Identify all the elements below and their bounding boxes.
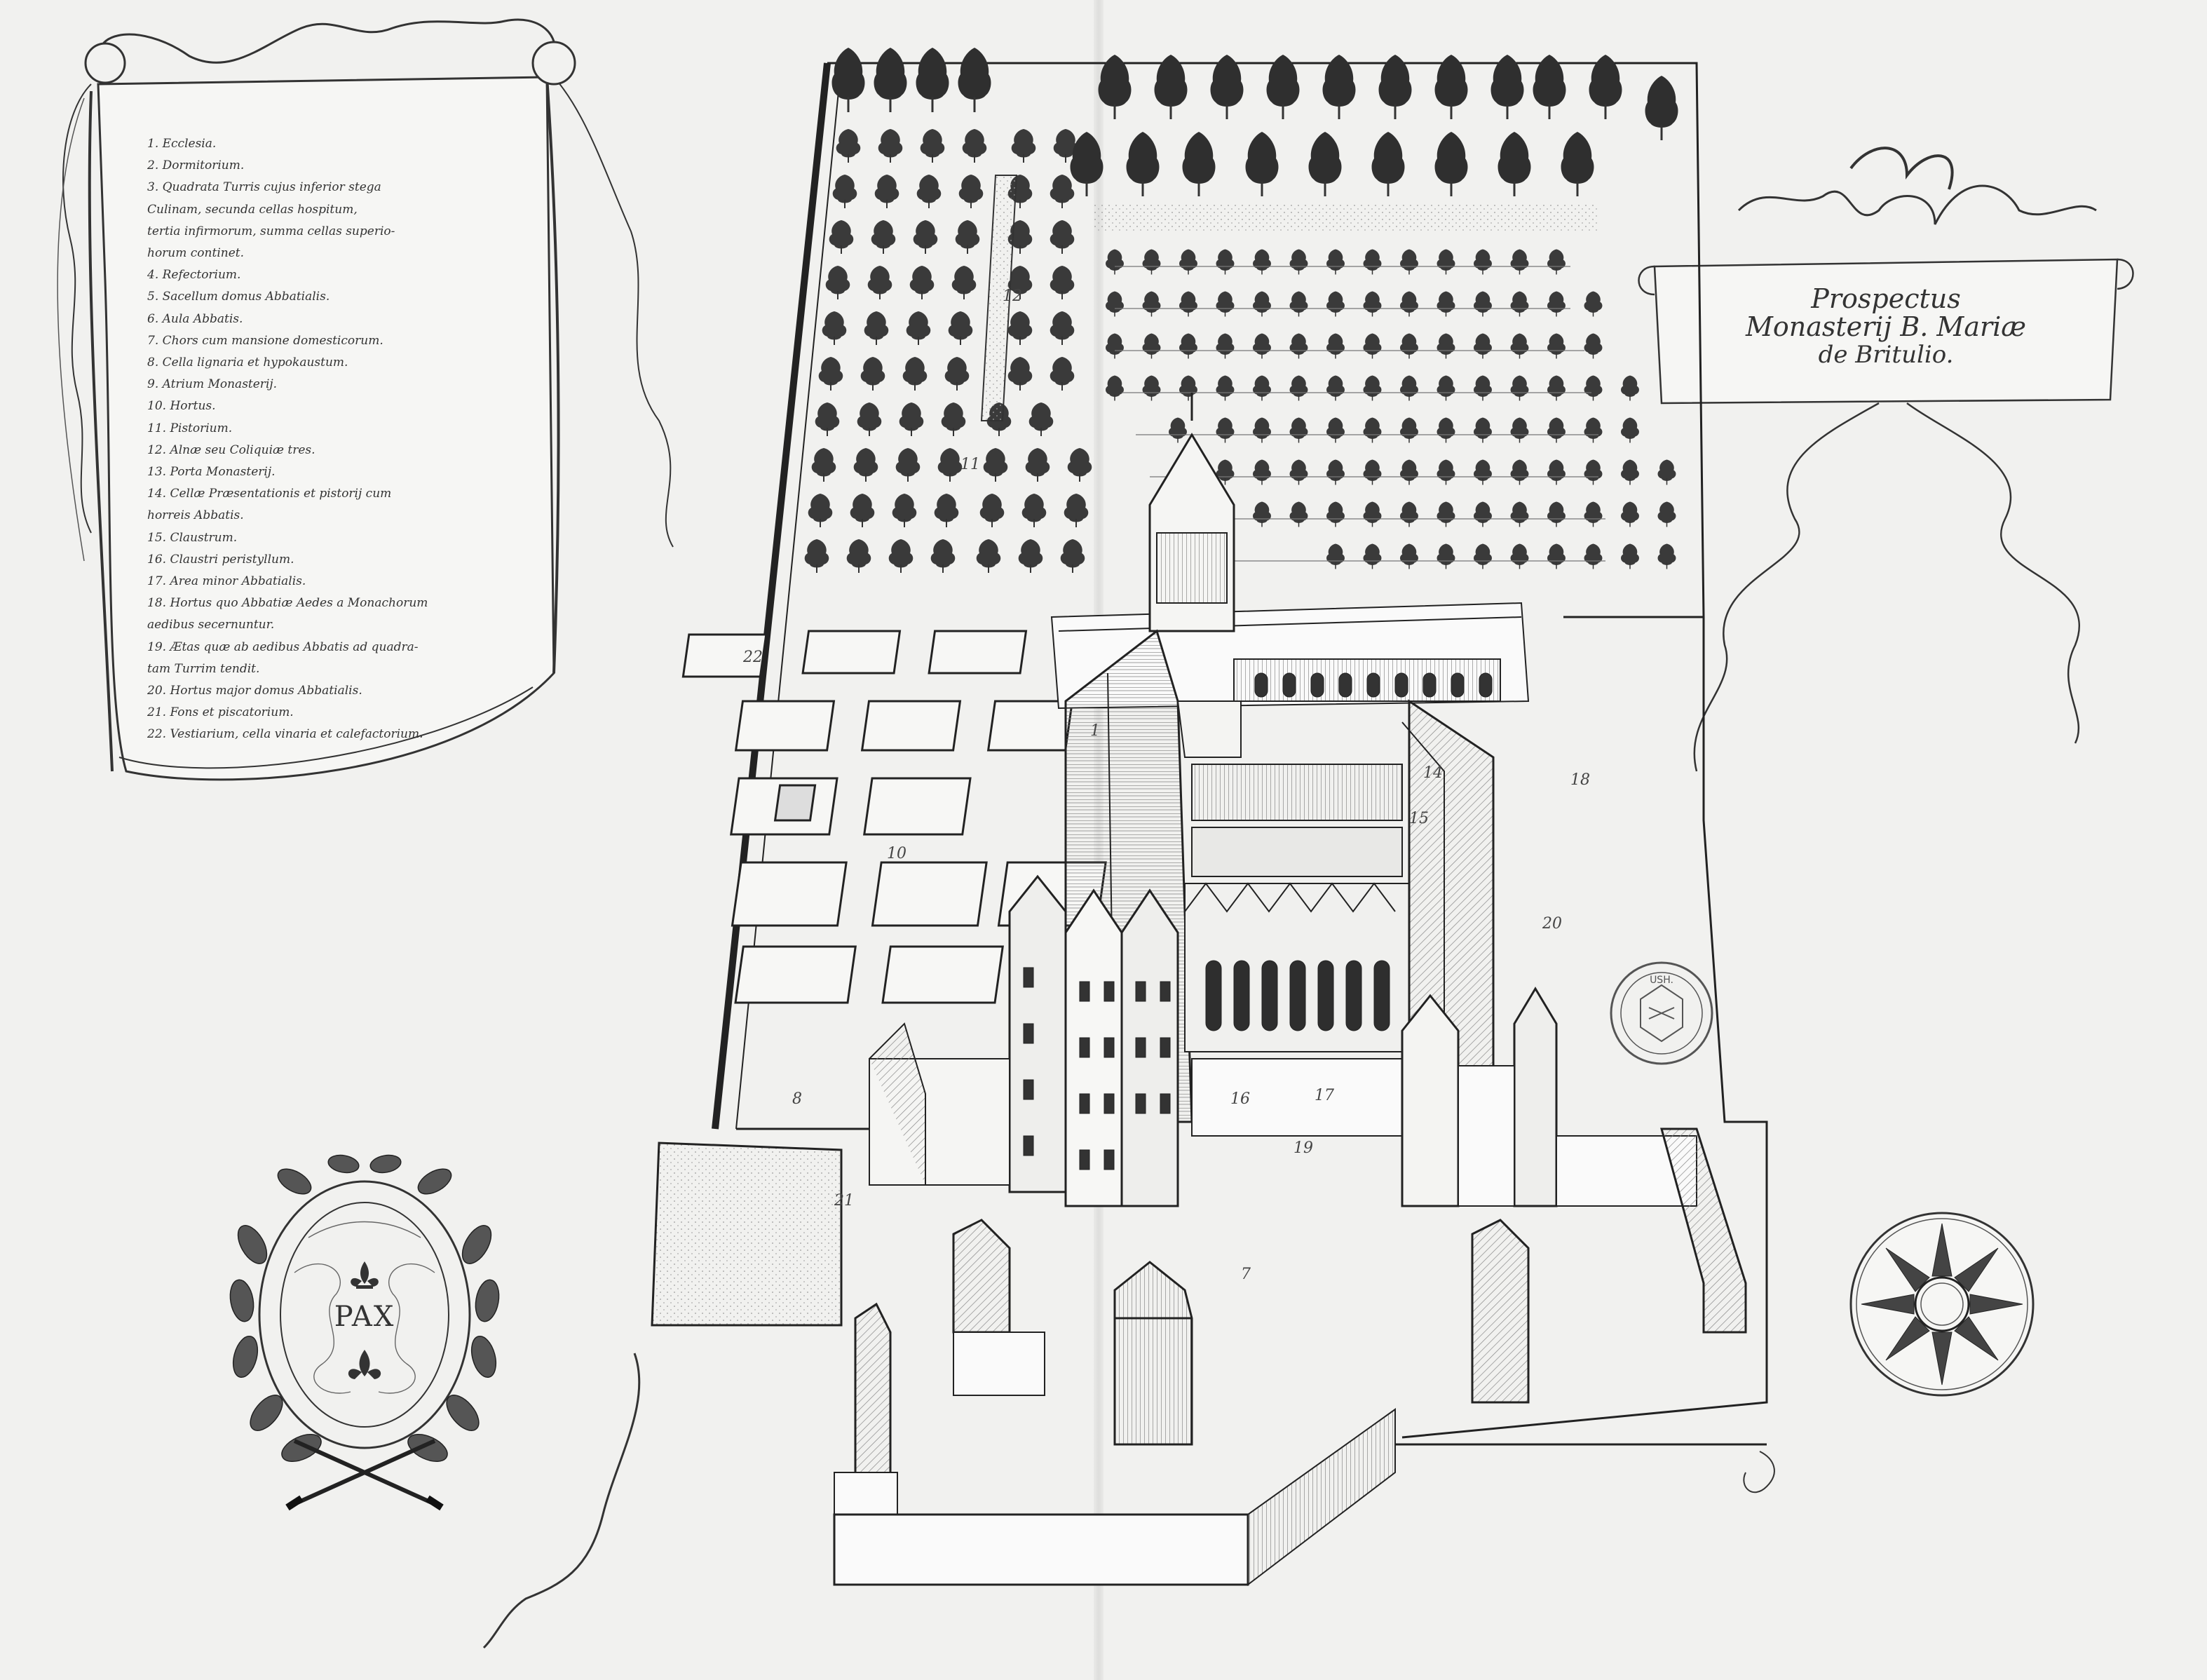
- legend-item: 11. Pistorium.: [147, 421, 233, 435]
- legend-item: 19. Ætas quæ ab aedibus Abbatis ad quadr…: [147, 639, 419, 654]
- legend-item: horreis Abbatis.: [147, 508, 244, 523]
- plan-number: 21: [834, 1192, 854, 1210]
- legend-item: 17. Area minor Abbatialis.: [147, 574, 306, 589]
- legend-item: 6. Aula Abbatis.: [147, 311, 243, 326]
- legend-item: 14. Cellæ Præsentationis et pistorij cum: [147, 487, 392, 501]
- legend-item: 7. Chors cum mansione domesticorum.: [147, 333, 383, 348]
- legend-item: 8. Cella lignaria et hypokaustum.: [147, 355, 348, 370]
- title-line-1: Prospectus: [1811, 283, 1961, 314]
- legend-item: 12. Alnæ seu Coliquiæ tres.: [147, 442, 315, 457]
- legend-item: tam Turrim tendit.: [147, 661, 260, 676]
- legend-item: 16. Claustri peristyllum.: [147, 552, 294, 567]
- legend-item: 5. Sacellum domus Abbatialis.: [147, 290, 330, 304]
- orchard-path: [980, 175, 1018, 421]
- wreath-motto: PAX: [334, 1301, 395, 1333]
- tall-tree-row: [831, 46, 1679, 198]
- title-line-3: de Britulio.: [1818, 341, 1954, 369]
- plan-number: 7: [1241, 1266, 1251, 1283]
- ribbon-scroll-icon: [1743, 1451, 1775, 1493]
- garden-parterre: [681, 630, 1123, 1004]
- plan-number: 18: [1570, 771, 1590, 789]
- legend-list: 1. Ecclesia. 2. Dormitorium. 3. Quadrata…: [147, 133, 540, 746]
- compass-rose-icon: [1849, 1212, 2035, 1397]
- legend-item: 21. Fons et piscatorium.: [147, 705, 294, 720]
- legend-item: horum continet.: [147, 246, 245, 261]
- outbuildings: [833, 1219, 1767, 1587]
- legend-item: 18. Hortus quo Abbatiæ Aedes a Monachoru…: [147, 596, 428, 611]
- legend-item: 13. Porta Monasterij.: [147, 465, 276, 480]
- legend-item: 20. Hortus major domus Abbatialis.: [147, 684, 362, 698]
- library-stamp-icon: [1610, 961, 1713, 1065]
- plan-number: 20: [1542, 915, 1562, 933]
- legend-scroll-frame: [57, 18, 674, 781]
- plan-number: 15: [1409, 810, 1429, 827]
- fleur-de-lis-icon: [348, 1350, 381, 1379]
- title-line-2: Monasterij B. Mariæ: [1745, 311, 2027, 342]
- map-title: Prospectus Monasterij B. Mariæ de Britul…: [1669, 280, 2103, 386]
- fleur-de-lis-icon: [351, 1261, 379, 1289]
- plan-number: 11: [960, 456, 980, 473]
- stamp-label: USH.: [1650, 975, 1673, 986]
- plan-number: 16: [1230, 1090, 1250, 1108]
- ribbon-scroll-icon: [482, 1353, 641, 1649]
- legend-item: tertia infirmorum, summa cellas superio-: [147, 224, 395, 238]
- orchard-left: [803, 128, 1093, 574]
- title-cartouche: [1638, 147, 2134, 772]
- plan-number: 1: [1090, 722, 1100, 740]
- legend-item: 4. Refectorium.: [147, 268, 241, 283]
- legend-item: 3. Quadrata Turris cujus inferior stega: [147, 180, 381, 195]
- plan-number: 17: [1315, 1087, 1334, 1104]
- plan-number: 14: [1423, 764, 1443, 782]
- plan-number: 19: [1293, 1139, 1313, 1157]
- orchard-grid-lines: [1115, 266, 1605, 562]
- legend-item: 10. Hortus.: [147, 399, 216, 414]
- legend-item: 2. Dormitorium.: [147, 158, 245, 173]
- plan-number: 22: [743, 649, 763, 666]
- plan-number: 12: [1003, 287, 1022, 305]
- legend-item: 1. Ecclesia.: [147, 137, 217, 151]
- plan-number: 8: [792, 1090, 802, 1108]
- abbey-complex: [869, 393, 1747, 1334]
- top-lawn: [1094, 203, 1598, 231]
- legend-item: 15. Claustrum.: [147, 530, 238, 545]
- legend-item: 22. Vestiarium, cella vinaria et calefac…: [147, 727, 423, 742]
- legend-item: 9. Atrium Monasterij.: [147, 377, 278, 392]
- plan-number: 10: [887, 845, 906, 862]
- legend-item: aedibus secernuntur.: [147, 618, 275, 632]
- laurel-wreath-icon: [229, 1154, 500, 1511]
- legend-item: Culinam, secunda cellas hospitum,: [147, 202, 358, 217]
